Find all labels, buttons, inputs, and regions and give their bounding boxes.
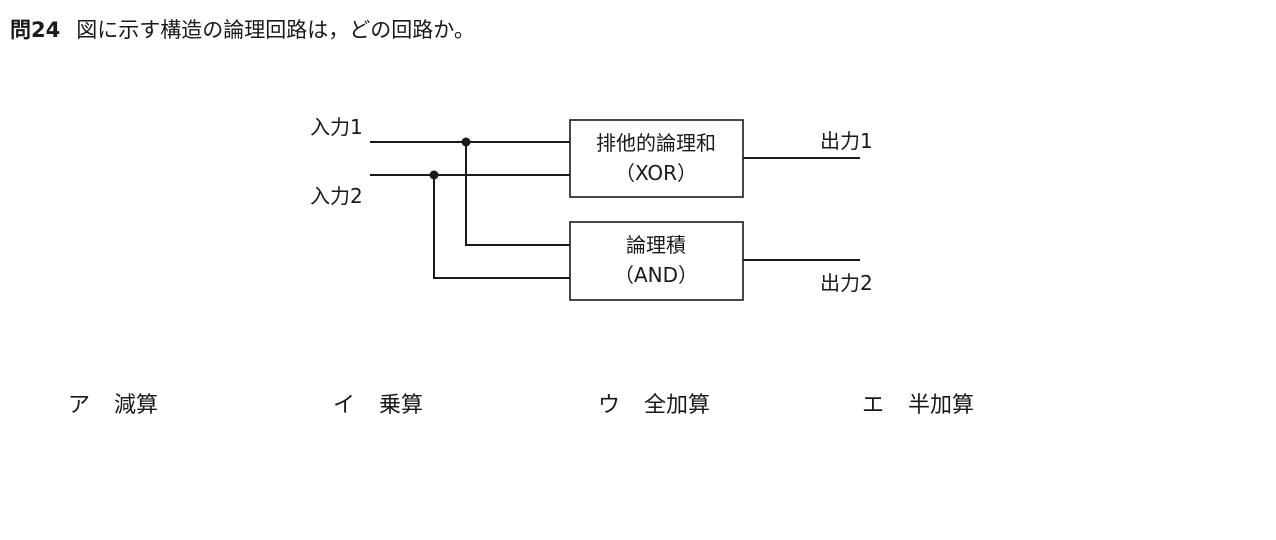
- choice-i[interactable]: イ乗算: [333, 390, 423, 422]
- choice-a[interactable]: ア減算: [68, 390, 158, 422]
- question-text: 図に示す構造の論理回路は，どの回路か。: [76, 18, 475, 42]
- choice-a-text: 減算: [114, 393, 159, 418]
- and-gate-sublabel: （AND）: [614, 263, 698, 287]
- choice-e-text: 半加算: [908, 393, 975, 418]
- xor-gate-sublabel: （XOR）: [615, 161, 697, 185]
- and-gate-label: 論理積: [626, 233, 686, 257]
- xor-gate-box: [569, 119, 744, 198]
- and-gate-box: [569, 221, 744, 301]
- input-1-junction-dot: [461, 137, 471, 147]
- choice-i-text: 乗算: [379, 393, 424, 418]
- xor-gate-label: 排他的論理和: [596, 131, 716, 155]
- choice-e-letter: エ: [862, 393, 885, 418]
- choice-u-letter: ウ: [598, 393, 621, 418]
- question-number: 問24: [10, 18, 61, 42]
- input-2-junction-dot: [429, 170, 439, 180]
- answer-choices: ア減算 イ乗算 ウ全加算 エ半加算: [0, 390, 1276, 424]
- choice-u-text: 全加算: [644, 393, 711, 418]
- question-header: 問24 図に示す構造の論理回路は，どの回路か。: [10, 16, 475, 44]
- choice-a-letter: ア: [68, 393, 91, 418]
- choice-i-letter: イ: [333, 393, 356, 418]
- input-1-branch-wire: [465, 142, 570, 246]
- choice-e[interactable]: エ半加算: [862, 390, 974, 422]
- input-1-label: 入力1: [310, 115, 363, 139]
- input-2-label: 入力2: [310, 184, 363, 208]
- output-1-label: 出力1: [820, 129, 873, 153]
- input-2-branch-wire: [433, 175, 570, 279]
- output-2-label: 出力2: [820, 271, 873, 295]
- choice-u[interactable]: ウ全加算: [598, 390, 710, 422]
